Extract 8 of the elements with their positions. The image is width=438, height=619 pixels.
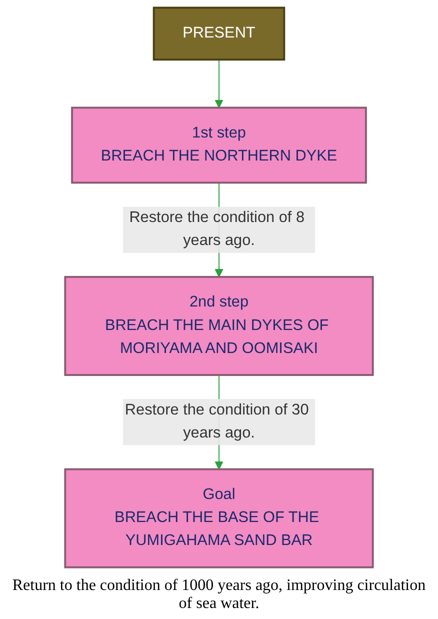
note-text: Return to the condition of 1000 years ago, improving circulation of sea water. xyxy=(11,576,427,614)
node-box: 1st step BREACH THE NORTHERN DYKE xyxy=(71,106,367,184)
node-box: 2nd step BREACH THE MAIN DYKES OF MORIYAMA AND OOMISAKI xyxy=(64,276,374,376)
edge-label: Restore the condition of 8 years ago. xyxy=(129,210,305,250)
node-box: Goal BREACH THE BASE OF THE YUMIGAHAMA SAND BAR xyxy=(64,468,374,568)
edge-label: Restore the condition of 30 years ago. xyxy=(124,402,309,442)
arrow xyxy=(214,59,224,108)
node-box: PRESENT xyxy=(152,6,286,61)
